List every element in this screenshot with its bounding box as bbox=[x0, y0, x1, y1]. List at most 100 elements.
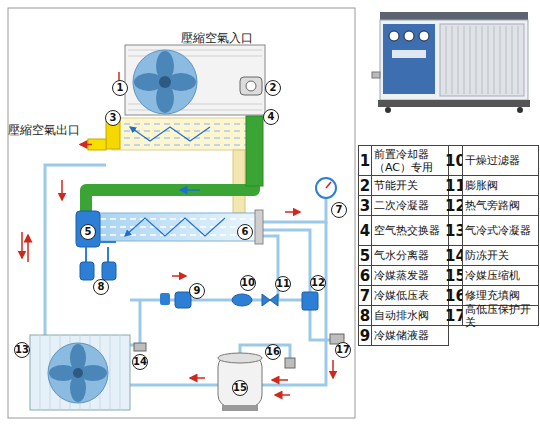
table-text: 膨胀阀 bbox=[465, 179, 498, 192]
product-photo-part bbox=[446, 26, 518, 94]
air-pipe-part bbox=[86, 180, 254, 212]
table-cell: 10 bbox=[448, 145, 463, 176]
table-cell: 16 bbox=[448, 285, 463, 306]
air-heat-exchanger-part bbox=[114, 124, 246, 145]
product-photo-part bbox=[392, 50, 426, 58]
air-cooled-condenser-part bbox=[79, 365, 107, 381]
diagram-frame bbox=[8, 8, 355, 418]
flow-arrow-part bbox=[285, 211, 300, 213]
table-text: 冷媒储液器 bbox=[374, 329, 429, 342]
energy-switch-part bbox=[246, 81, 256, 91]
air-pipe-part bbox=[180, 189, 200, 191]
callout-number: 15 bbox=[232, 380, 248, 396]
energy-switch bbox=[240, 77, 262, 95]
flow-arrow-part bbox=[27, 235, 29, 262]
product-photo-part bbox=[517, 107, 523, 113]
compressor bbox=[218, 353, 262, 411]
water-separator bbox=[76, 211, 116, 280]
refrigerant-parts-part bbox=[262, 294, 278, 306]
air-pipe-part bbox=[233, 150, 245, 213]
table-text: 防冻开关 bbox=[465, 249, 509, 262]
product-photo-part bbox=[380, 20, 528, 100]
table-text: 气冷式冷凝器 bbox=[465, 224, 531, 237]
air-cooled-condenser-part bbox=[49, 365, 77, 381]
table-number: 9 bbox=[360, 327, 370, 345]
callout-number: 9 bbox=[189, 283, 205, 299]
table-cell: 干燥过滤器 bbox=[462, 145, 539, 176]
table-cell: 冷媒储液器 bbox=[371, 325, 449, 346]
callout-number: 2 bbox=[265, 80, 281, 96]
product-photo-part bbox=[372, 72, 380, 78]
callout-number: 10 bbox=[240, 275, 256, 291]
table-cell: 热气旁路阀 bbox=[462, 195, 539, 216]
table-cell: 空气热交换器 bbox=[371, 215, 449, 246]
compressor-part bbox=[222, 405, 258, 411]
callout-number: 1 bbox=[112, 80, 128, 96]
table-number: 3 bbox=[360, 197, 370, 215]
flow-arrow-part bbox=[61, 180, 63, 200]
callout-number: 3 bbox=[105, 110, 121, 126]
low-pressure-gauge-part bbox=[326, 182, 331, 188]
air-pipe bbox=[86, 116, 263, 213]
evaporator-part bbox=[98, 213, 256, 241]
table-text: 修理充填阀 bbox=[465, 289, 520, 302]
product-photo-part bbox=[378, 100, 530, 107]
table-text: 冷媒蒸发器 bbox=[374, 269, 429, 282]
evaporator-part bbox=[125, 218, 225, 236]
secondary-condenser-part bbox=[80, 144, 92, 146]
table-cell: 7 bbox=[358, 285, 372, 306]
callout-number: 11 bbox=[275, 276, 291, 292]
refrigerant-parts-part bbox=[232, 294, 252, 306]
table-cell: 1 bbox=[358, 145, 372, 176]
table-cell: 14 bbox=[448, 245, 463, 266]
pre-cooler-part bbox=[159, 76, 171, 88]
low-pressure-gauge-part bbox=[316, 178, 336, 198]
product-photo-part bbox=[389, 31, 399, 41]
table-cell: 3 bbox=[358, 195, 372, 216]
table-text: 干燥过滤器 bbox=[465, 154, 520, 167]
callout-number: 13 bbox=[14, 342, 30, 358]
callout-number: 17 bbox=[335, 342, 351, 358]
table-cell: 节能开关 bbox=[371, 175, 449, 196]
refrigerant-pipe-part bbox=[310, 310, 330, 340]
table-cell: 膨胀阀 bbox=[462, 175, 539, 196]
product-photo-part bbox=[440, 24, 524, 96]
table-cell: 6 bbox=[358, 265, 372, 286]
air-cooled-condenser bbox=[30, 335, 130, 410]
low-pressure-gauge bbox=[316, 178, 336, 198]
port-label: 壓縮空氣出口 bbox=[8, 123, 80, 137]
refrigerant-pipe-part bbox=[263, 198, 326, 222]
refrigerant-pipe-part bbox=[262, 222, 326, 385]
table-cell: 5 bbox=[358, 245, 372, 266]
air-pipe-part bbox=[246, 116, 263, 186]
flow-arrow-part bbox=[332, 360, 334, 378]
table-cell: 12 bbox=[448, 195, 463, 216]
callout-number: 14 bbox=[132, 354, 148, 370]
table-number: 6 bbox=[360, 267, 370, 285]
table-cell: 前置冷却器（AC）专用 bbox=[371, 145, 449, 176]
table-number: 7 bbox=[360, 287, 370, 305]
table-number: 2 bbox=[360, 177, 370, 195]
table-cell: 11 bbox=[448, 175, 463, 196]
callout-number: 7 bbox=[331, 202, 347, 218]
refrigerant-pipe-part bbox=[130, 384, 218, 387]
table-cell: 13 bbox=[448, 215, 463, 246]
table-text: 二次冷凝器 bbox=[374, 199, 429, 212]
product-photo bbox=[372, 12, 530, 113]
callout-number: 8 bbox=[93, 279, 109, 295]
table-text: 冷媒压缩机 bbox=[465, 269, 520, 282]
flow-arrow-part bbox=[172, 275, 186, 277]
refrigerant-parts-part bbox=[175, 292, 191, 308]
table-cell: 17 bbox=[448, 305, 463, 326]
table-cell: 防冻开关 bbox=[462, 245, 539, 266]
water-separator-part bbox=[86, 247, 108, 262]
table-text: 热气旁路阀 bbox=[465, 199, 520, 212]
table-cell: 自动排水阀 bbox=[371, 305, 449, 326]
callout-number: 12 bbox=[310, 275, 326, 291]
product-photo-part bbox=[383, 24, 435, 94]
air-cooled-condenser-part bbox=[30, 335, 130, 410]
refrigerant-parts-part bbox=[160, 293, 170, 305]
refrigerant-pipe-part bbox=[130, 300, 140, 345]
table-cell: 4 bbox=[358, 215, 372, 246]
